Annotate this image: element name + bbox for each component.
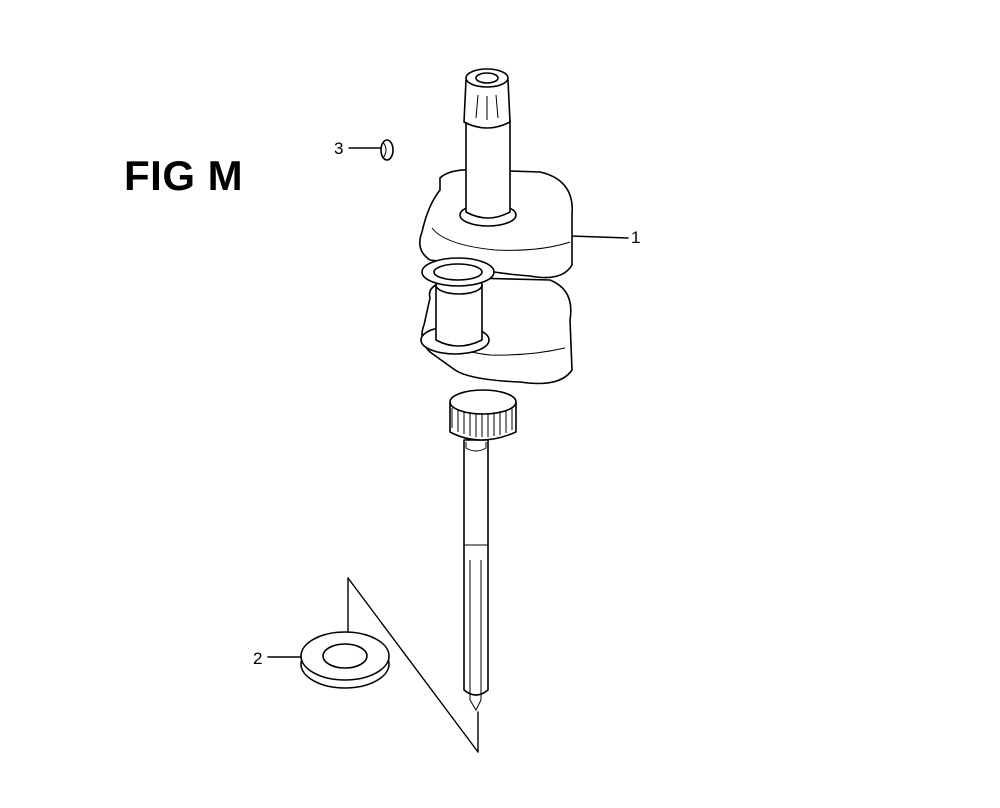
callout-number-1: 1 xyxy=(631,228,641,247)
callout-number-3: 3 xyxy=(334,139,344,158)
callout-number-2: 2 xyxy=(253,649,263,668)
tapered-shaft-end xyxy=(463,68,511,129)
assembly-guide-lines xyxy=(347,577,479,753)
key-part xyxy=(380,139,394,161)
figure-title: FIG M xyxy=(124,152,244,199)
leader-line-1 xyxy=(569,235,629,239)
output-shaft xyxy=(463,439,489,712)
timing-gear xyxy=(449,389,517,452)
upper-journal xyxy=(459,119,517,227)
washer-part xyxy=(300,631,390,689)
